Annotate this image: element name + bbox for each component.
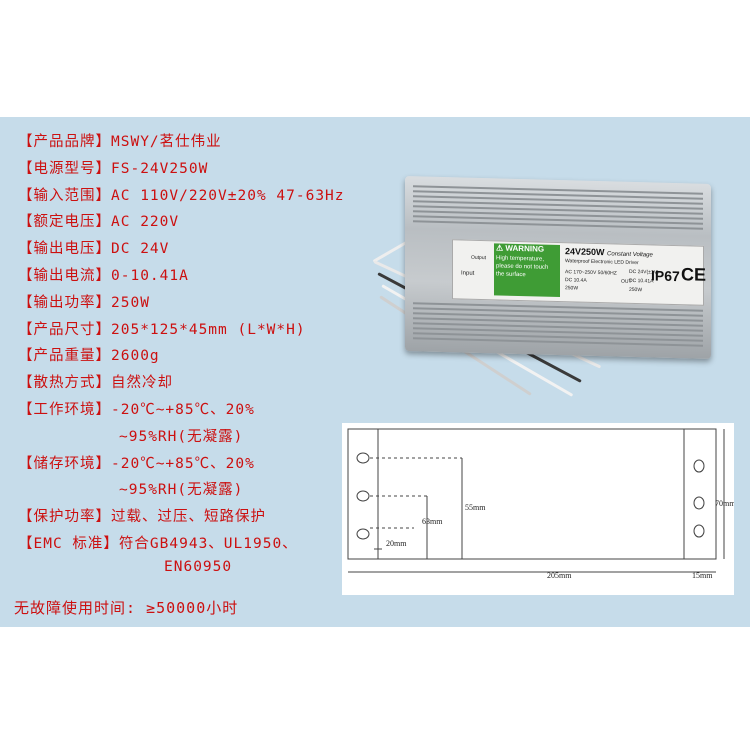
mount-hole <box>693 459 705 473</box>
warning-text: High temperature, please do not touch th… <box>496 255 549 279</box>
spec-row: 【EMC 标准】符合GB4943、UL1950、 <box>18 532 298 556</box>
spec-value: AC 220V <box>111 214 180 231</box>
spec-label: 【输出功率】 <box>18 294 111 311</box>
spec-row: 【电源型号】FS-24V250W <box>18 157 208 181</box>
spec-row: 【保护功率】过载、过压、短路保护 <box>18 505 266 529</box>
out-watt: 250W <box>629 286 643 294</box>
spec-label: 【保护功率】 <box>18 509 111 526</box>
bottom-fins <box>405 299 711 351</box>
spec-value: 过载、过压、短路保护 <box>111 509 266 526</box>
spec-value: 2600g <box>111 348 160 365</box>
spec-label: 【工作环境】 <box>18 402 111 418</box>
spec-row: 【输出电流】0-10.41A <box>18 264 189 288</box>
out-current: DC 10.4A <box>565 277 587 284</box>
spec-row: 【额定电压】AC 220V <box>18 210 179 234</box>
spec-value-continued: ~95%RH(无凝露) <box>119 482 244 499</box>
spec-label: 【产品尺寸】 <box>18 321 111 338</box>
spec-label: 【EMC 标准】 <box>18 536 119 552</box>
mtbf-line: 无故障使用时间: ≥50000小时 <box>14 599 239 617</box>
ip67-mark: IP67 <box>651 267 680 285</box>
spec-row: 【输入范围】AC 110V/220V±20% 47-63Hz <box>18 184 345 208</box>
spec-value: FS-24V250W <box>111 160 209 177</box>
spec-label: 【产品品牌】 <box>18 134 111 150</box>
warning-title: ⚠ WARNING <box>496 243 545 254</box>
warning-box: ⚠ WARNING High temperature, please do no… <box>494 243 560 298</box>
spec-value: AC 110V/220V±20% 47-63Hz <box>111 187 345 204</box>
product-label: Output Input ⚠ WARNING High temperature,… <box>452 239 707 306</box>
mount-hole <box>693 524 705 538</box>
spec-value: 自然冷却 <box>111 375 173 392</box>
spec-row: 【产品品牌】MSWY/茗仕伟业 <box>18 130 222 154</box>
dim-15: 15mm <box>692 571 713 580</box>
warning-title-text: WARNING <box>505 243 545 254</box>
product-desc: Waterproof Electronic LED Driver <box>565 258 639 267</box>
dimension-drawing: 205mm 15mm 70mm 55mm 63mm 20mm <box>347 428 736 580</box>
spec-row: 【储存环境】-20℃~+85℃、20% <box>18 452 255 476</box>
output-label: Output <box>471 254 487 262</box>
product-photo: Output Input ⚠ WARNING High temperature,… <box>368 175 730 430</box>
spec-label: 【储存环境】 <box>18 455 111 472</box>
mount-hole <box>693 496 705 510</box>
spec-label: 【散热方式】 <box>18 375 111 392</box>
input-label: Input <box>461 270 475 277</box>
dim-63: 63mm <box>422 517 443 526</box>
top-fins <box>405 182 711 234</box>
mount-hole <box>356 452 370 464</box>
ce-mark: CE <box>681 264 707 285</box>
spec-value: 符合GB4943、UL1950、 <box>118 536 298 552</box>
spec-row: 【散热方式】自然冷却 <box>18 371 173 395</box>
spec-value: MSWY/茗仕伟业 <box>111 134 222 150</box>
spec-value: -20℃~+85℃、20% <box>111 455 255 472</box>
spec-label: 【电源型号】 <box>18 160 111 177</box>
spec-label: 【额定电压】 <box>18 214 111 231</box>
spec-row: 【产品尺寸】205*125*45mm (L*W*H) <box>18 318 306 342</box>
model-name: 24V250W <box>565 246 605 258</box>
mount-hole <box>356 528 370 540</box>
spec-row: 【产品重量】2600g <box>18 344 160 368</box>
spec-row: 【输出功率】250W <box>18 291 150 315</box>
housing: Output Input ⚠ WARNING High temperature,… <box>405 175 711 360</box>
model-sub: Constant Voltage <box>607 251 653 259</box>
out-power: 250W <box>565 285 579 292</box>
dim-55: 55mm <box>465 503 486 512</box>
dim-205: 205mm <box>547 571 572 580</box>
spec-value: DC 24V <box>111 241 170 258</box>
spec-label: 【输出电压】 <box>18 241 111 258</box>
spec-value: -20℃~+85℃、20% <box>111 402 255 418</box>
spec-value-continued: EN60950 <box>164 558 233 575</box>
dim-70: 70mm <box>715 499 734 508</box>
spec-value-continued: ~95%RH(无凝露) <box>119 428 244 445</box>
input-spec: AC 170~250V 50/60HZ <box>565 269 617 277</box>
wire-white-1 <box>372 240 409 263</box>
spec-row: 【工作环境】-20℃~+85℃、20% <box>18 398 255 422</box>
spec-value: 250W <box>111 294 150 311</box>
spec-value: 0-10.41A <box>111 268 189 284</box>
spec-label: 【输出电流】 <box>18 268 111 284</box>
spec-row: 【输出电压】DC 24V <box>18 237 169 261</box>
dim-20: 20mm <box>386 539 407 548</box>
model-title: 24V250W Constant Voltage <box>565 246 653 258</box>
spec-label: 【输入范围】 <box>18 187 111 204</box>
spec-label: 【产品重量】 <box>18 348 111 365</box>
outline-rect <box>347 428 717 560</box>
out-ampere: DC 10.41A <box>629 277 654 285</box>
spec-value: 205*125*45mm (L*W*H) <box>111 321 306 338</box>
mount-hole <box>356 490 370 502</box>
dimension-diagram: 205mm 15mm 70mm 55mm 63mm 20mm <box>342 423 736 595</box>
